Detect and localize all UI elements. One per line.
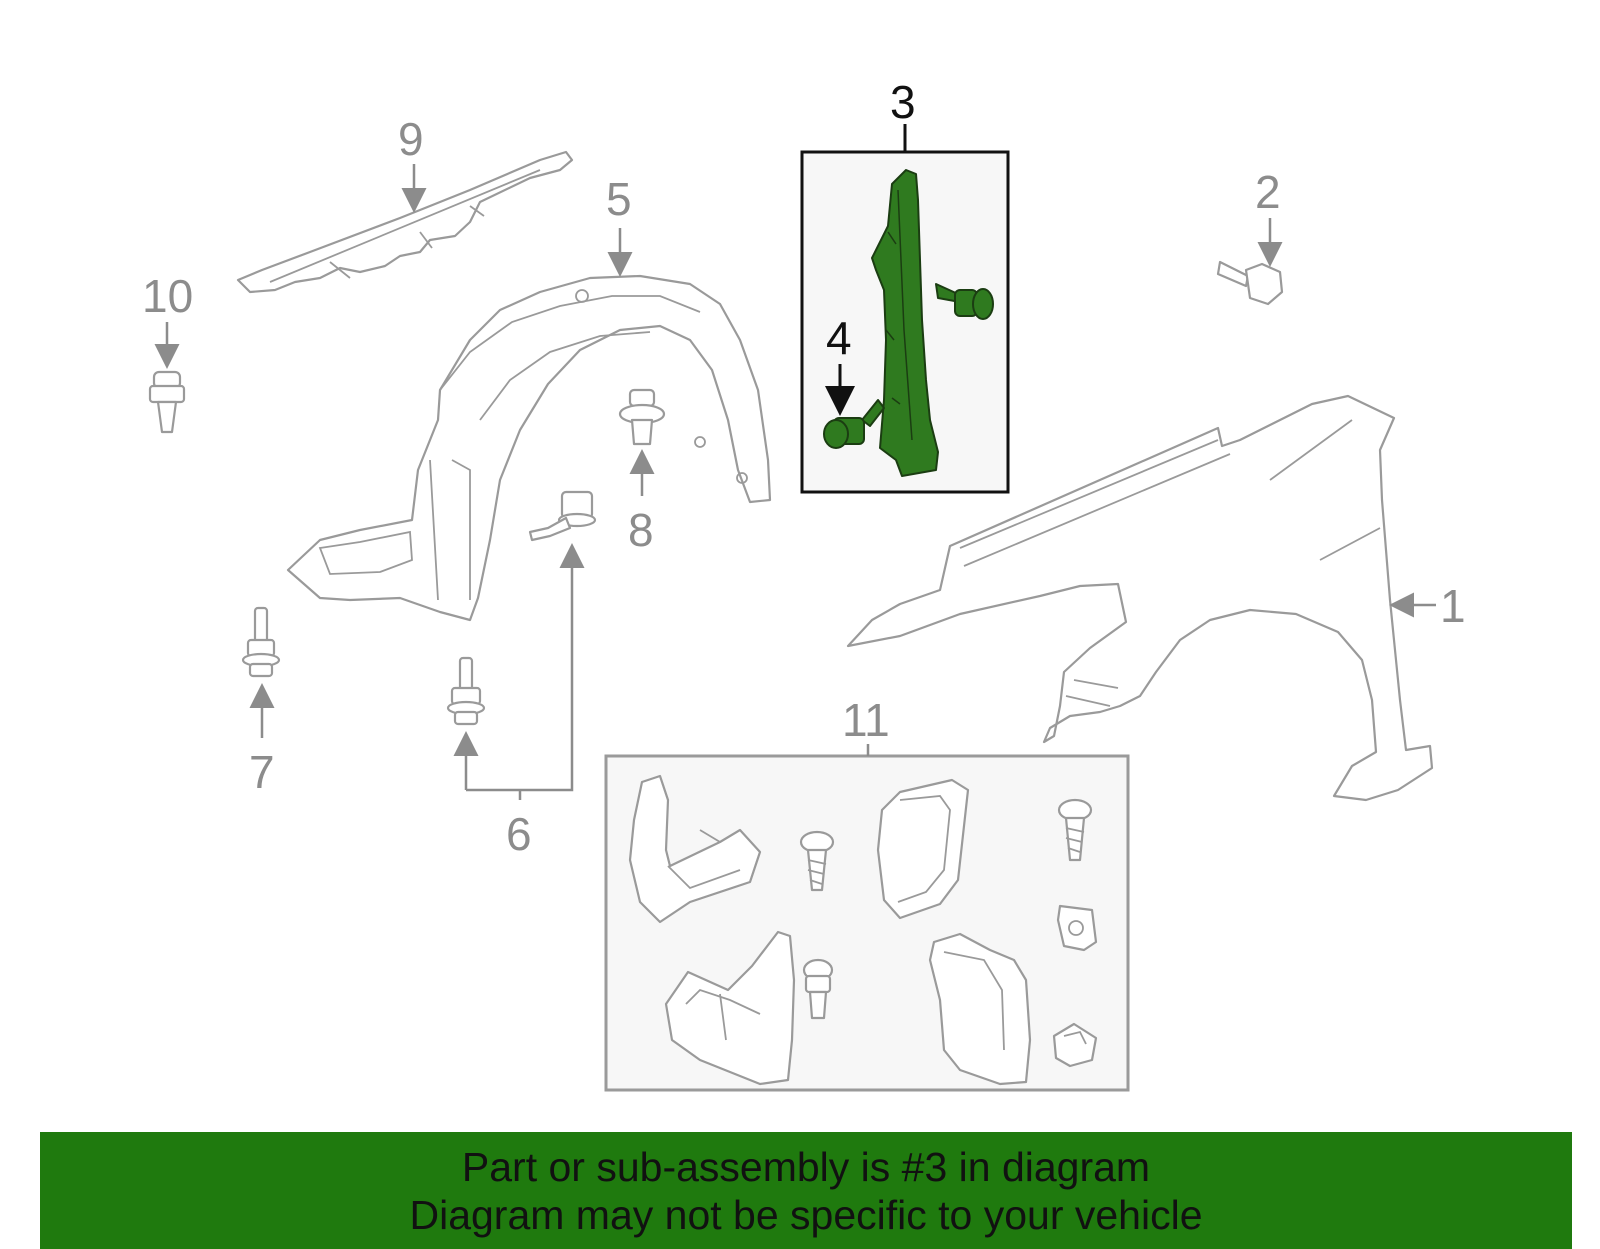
- part-1-fender: [846, 394, 1434, 802]
- part-11-clip-a: [802, 958, 834, 1020]
- part-11-mudguard-front-left: [628, 774, 762, 924]
- part-7-bolt: [241, 606, 281, 678]
- banner-line-1: Part or sub-assembly is #3 in diagram: [461, 1143, 1151, 1190]
- callout-9: 9: [398, 113, 424, 165]
- info-banner: Part or sub-assembly is #3 in diagram Di…: [40, 1132, 1572, 1249]
- banner-line-2: Diagram may not be specific to your vehi…: [409, 1191, 1203, 1238]
- callout-3: 3: [890, 76, 916, 128]
- callout-10: 10: [142, 270, 193, 322]
- callout-11: 11: [842, 694, 890, 746]
- callout-1: 1: [1440, 580, 1466, 632]
- callout-7: 7: [249, 746, 275, 798]
- part-3-bracket[interactable]: [871, 169, 939, 477]
- part-11-screw-b: [1057, 798, 1093, 862]
- callout-2: 2: [1255, 166, 1281, 218]
- part-6-bolt-b: [446, 656, 486, 726]
- part-11-mudguard-front-right: [876, 778, 970, 920]
- part-11-nut-a: [1056, 904, 1098, 952]
- part-9-fender-seal: [236, 150, 574, 294]
- part-11-nut-b: [1052, 1022, 1098, 1068]
- part-5-fender-liner: [286, 274, 772, 622]
- part-6-bolt-a: [528, 490, 597, 542]
- callout-4: 4: [826, 312, 852, 364]
- part-11-screw-a: [799, 830, 835, 892]
- part-2-bolt: [1216, 260, 1284, 306]
- part-10-clip: [148, 370, 186, 434]
- callout-5: 5: [606, 173, 632, 225]
- part-11-mudguard-rear-left: [664, 930, 796, 1086]
- callout-8: 8: [628, 504, 654, 556]
- callout-6: 6: [506, 808, 532, 860]
- part-4-clip-lower[interactable]: [823, 399, 885, 449]
- part-8-clip: [618, 388, 666, 446]
- part-4-clip-upper[interactable]: [935, 283, 994, 320]
- part-11-mudguard-rear-right: [928, 932, 1032, 1086]
